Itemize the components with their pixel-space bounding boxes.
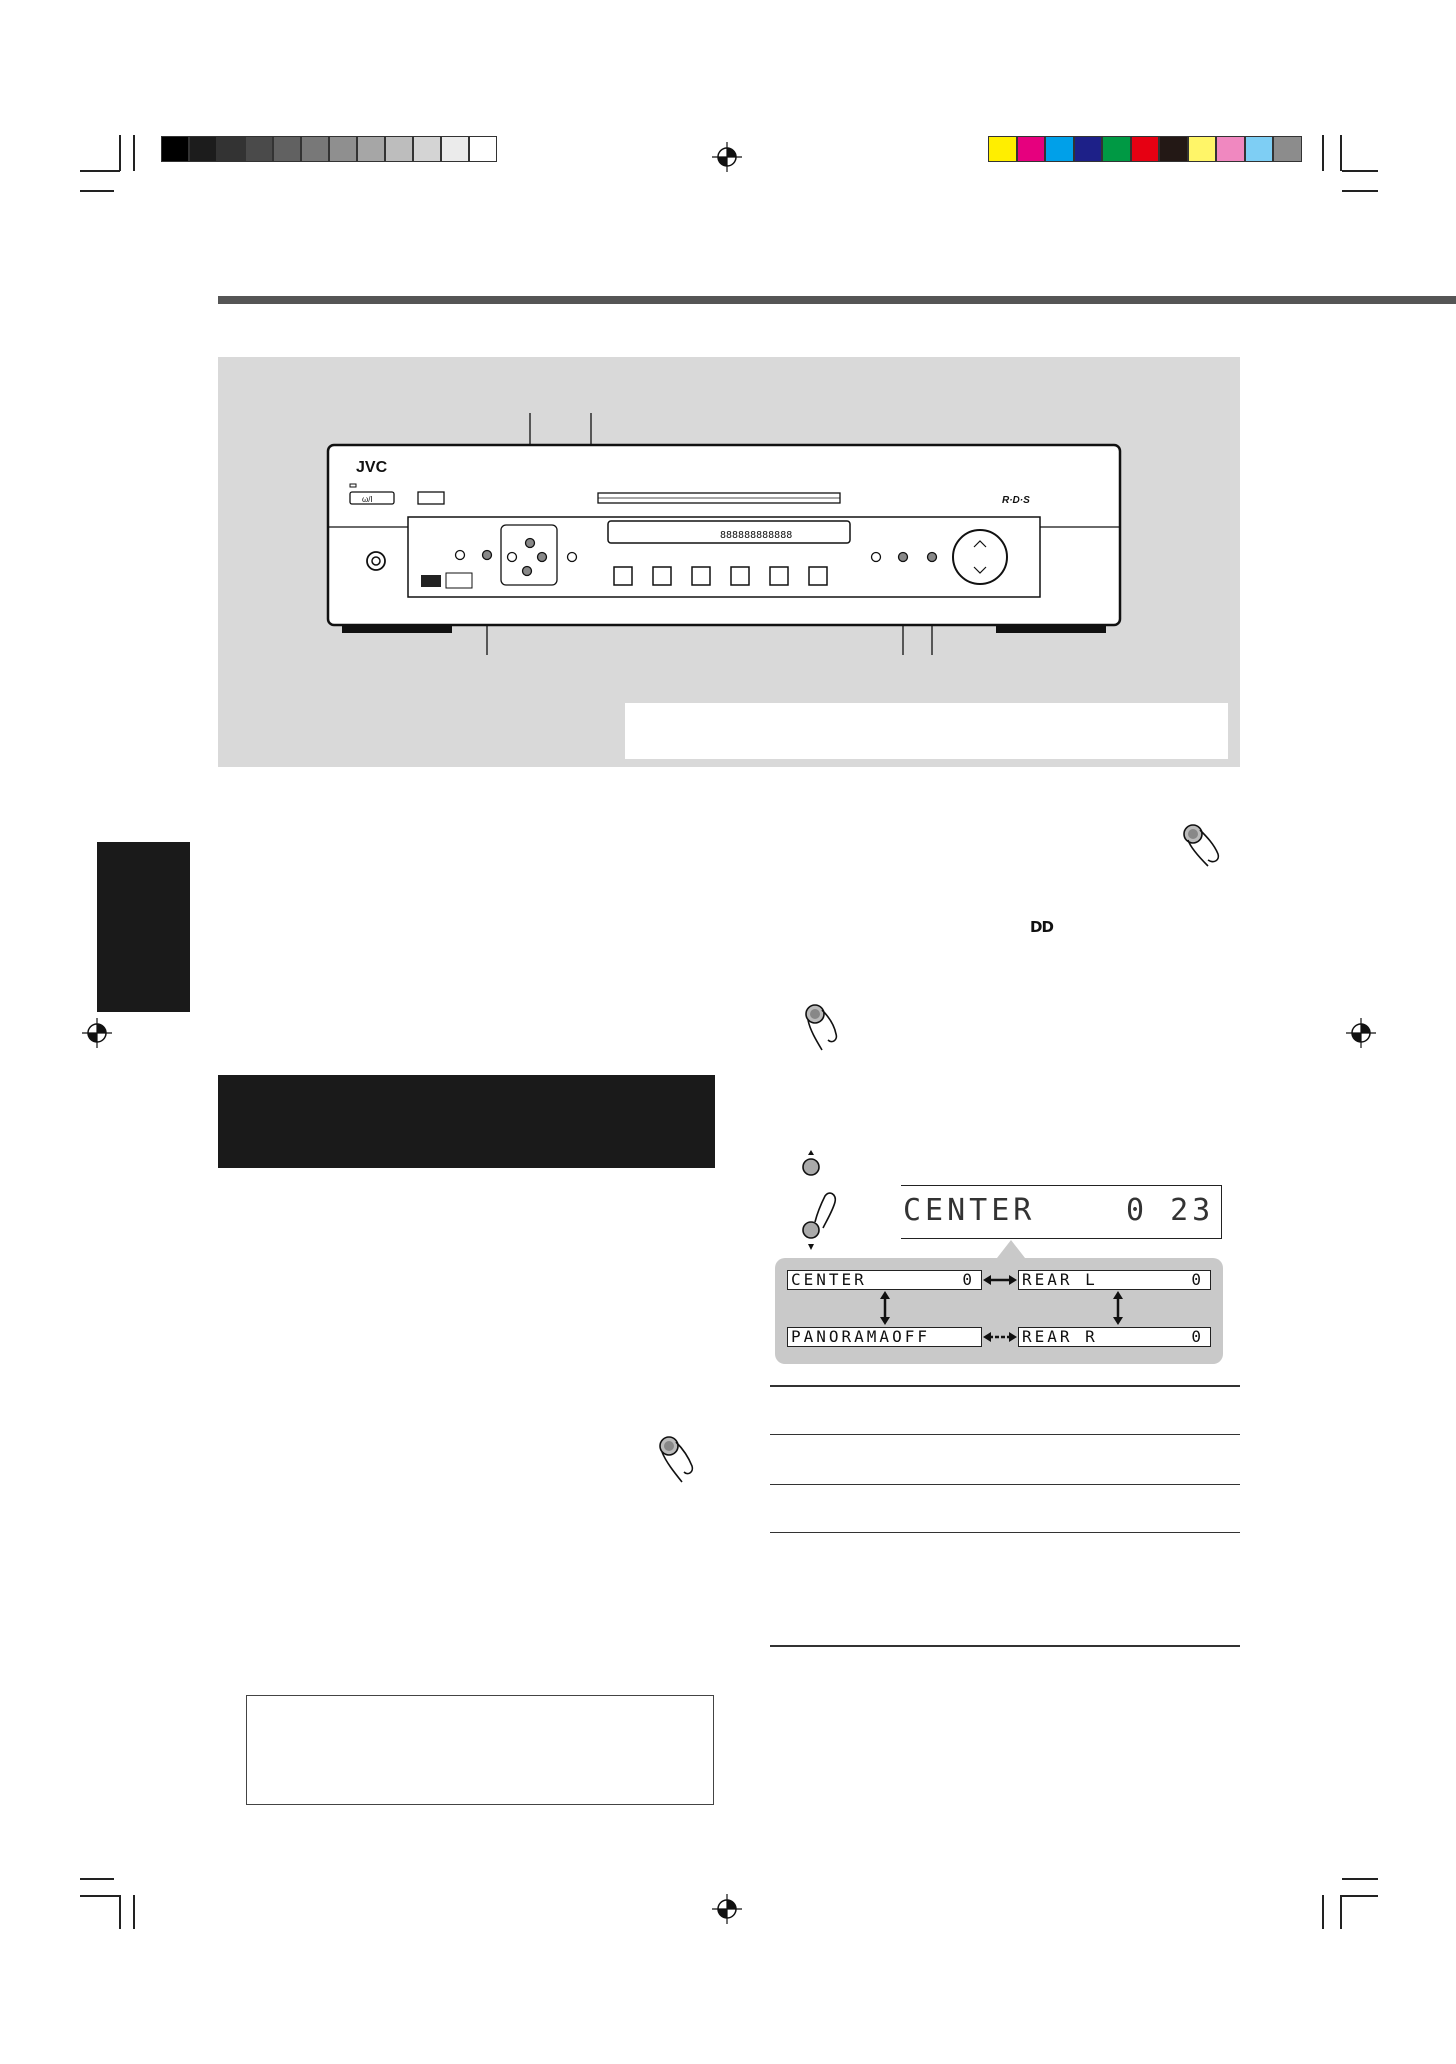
note-box: [246, 1695, 714, 1805]
color-swatch: [1130, 136, 1159, 162]
table-rule: [770, 1385, 1240, 1387]
crop-mark: [80, 190, 114, 192]
color-swatch: [1016, 136, 1045, 162]
flow-box-panorama: PANORAMAOFF: [787, 1327, 982, 1347]
gray-swatch: [357, 136, 385, 162]
registration-target: [712, 142, 742, 172]
power-label: ω/I: [362, 495, 373, 504]
section-heading-block: [218, 1075, 715, 1168]
registration-target: [1346, 1018, 1376, 1048]
crop-mark: [1342, 190, 1378, 192]
gray-swatch: [161, 136, 189, 162]
crop-mark: [80, 1895, 120, 1897]
lcd-value-text: 0 23: [1126, 1193, 1215, 1228]
color-swatch: [1159, 136, 1188, 162]
gray-swatch: [413, 136, 441, 162]
flow-arrows: [880, 1275, 1123, 1342]
rds-logo: R·D·S: [1002, 495, 1030, 506]
color-swatch: [1102, 136, 1131, 162]
gray-swatch: [245, 136, 273, 162]
crop-mark: [119, 135, 121, 171]
gray-swatch: [189, 136, 217, 162]
gray-swatch: [273, 136, 301, 162]
dolby-icon: DD: [1030, 918, 1054, 936]
table-rule: [770, 1532, 1240, 1534]
press-button-hand-icon: [659, 1436, 694, 1483]
lcd-main-text: CENTER: [903, 1193, 1036, 1228]
crop-mark: [1340, 135, 1342, 171]
press-button-hand-icon: [1183, 824, 1220, 867]
registration-target: [712, 1894, 742, 1924]
press-button-hand-icon: [805, 1004, 838, 1051]
display-segments: 888888888888: [720, 530, 792, 541]
table-rule: [770, 1645, 1240, 1647]
gray-swatch: [441, 136, 469, 162]
gray-swatch: [301, 136, 329, 162]
color-swatch: [988, 136, 1017, 162]
crop-mark: [1322, 135, 1324, 171]
color-swatch: [1073, 136, 1102, 162]
receiver-illustration: JVC ω/I R·D·S 888888888888: [326, 413, 1122, 655]
cursor-up-down-icon: [802, 1150, 837, 1250]
crop-mark: [80, 170, 120, 172]
header-rule: [218, 296, 1456, 304]
color-swatch: [1273, 136, 1302, 162]
crop-mark: [1342, 170, 1378, 172]
registration-target: [82, 1018, 112, 1048]
lcd-display: CENTER 0 23: [901, 1181, 1222, 1241]
table-rule: [770, 1434, 1240, 1436]
gray-swatch: [329, 136, 357, 162]
crop-mark: [1322, 1895, 1324, 1929]
figure-caption-box: [625, 703, 1228, 759]
table-rule: [770, 1484, 1240, 1486]
crop-mark: [80, 1878, 114, 1880]
crop-mark: [133, 135, 135, 171]
gray-swatch: [385, 136, 413, 162]
crop-mark: [1340, 1895, 1342, 1929]
crop-mark: [1342, 1878, 1378, 1880]
color-swatch: [1187, 136, 1216, 162]
receiver-brand: JVC: [356, 459, 388, 476]
crop-mark: [1342, 1895, 1378, 1897]
color-swatch: [1045, 136, 1074, 162]
color-swatch: [1244, 136, 1273, 162]
color-swatch: [1216, 136, 1245, 162]
crop-mark: [133, 1895, 135, 1929]
section-side-tab: [97, 842, 190, 1012]
gray-swatch: [469, 136, 497, 162]
gray-swatch: [217, 136, 245, 162]
crop-mark: [119, 1895, 121, 1929]
